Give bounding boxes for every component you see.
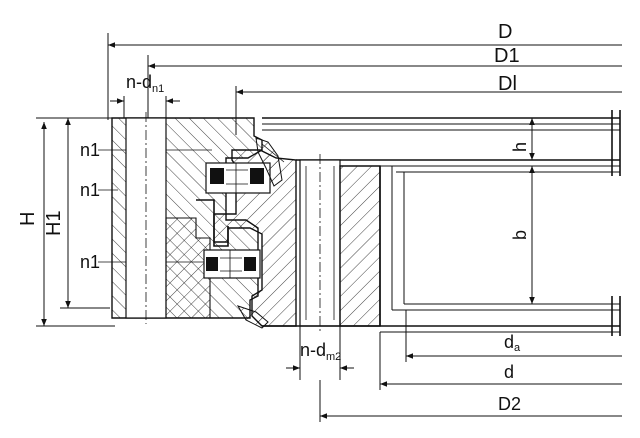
raceway-lower — [203, 249, 261, 279]
raceway-upper — [205, 162, 271, 194]
label-dl: Dl — [498, 73, 517, 95]
label-n1-top: n1 — [80, 140, 100, 160]
label-h-small: h — [510, 142, 530, 152]
label-h: H — [17, 212, 39, 226]
label-d-small: d — [504, 362, 514, 382]
dimension-n-dn1 — [110, 96, 180, 118]
dimension-d — [107, 33, 622, 120]
right-mounting-structure — [262, 110, 621, 336]
dimension-n-dm2 — [286, 326, 354, 380]
seal-top — [255, 137, 285, 187]
label-n-dm2: n-dm2 — [300, 340, 341, 363]
label-h1: H1 — [43, 210, 65, 236]
dimension-dl — [235, 86, 622, 135]
label-d1: D1 — [494, 45, 520, 67]
label-b: b — [510, 230, 530, 240]
dimension-h1 — [60, 118, 110, 309]
dimension-d2 — [319, 380, 622, 422]
label-n-dn1: n-dn1 — [126, 72, 164, 95]
label-n1-mid: n1 — [80, 180, 100, 200]
label-n1-bottom: n1 — [80, 252, 100, 272]
label-d2: D2 — [498, 394, 521, 414]
dimension-h-total — [36, 117, 115, 327]
dimension-da — [405, 310, 622, 362]
dimension-d-small — [379, 332, 622, 390]
label-da: da — [504, 332, 521, 354]
dimension-d1 — [147, 55, 622, 120]
label-d: D — [498, 21, 512, 43]
